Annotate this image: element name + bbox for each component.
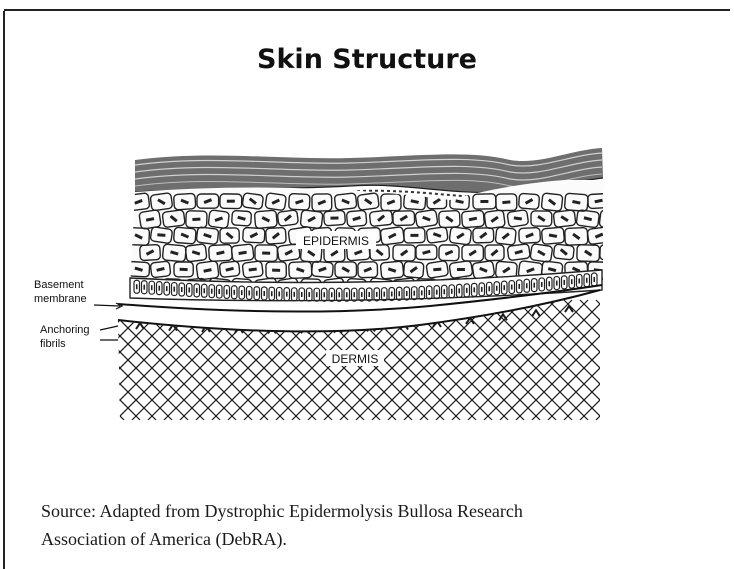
dermis-fiber — [692, 300, 734, 420]
dermis-fiber — [596, 300, 716, 420]
cell-nucleus — [549, 235, 557, 236]
dermis-fiber — [0, 300, 28, 420]
dermis-fiber — [0, 300, 92, 420]
cell-nucleus — [502, 202, 510, 203]
dermis-fiber — [628, 300, 734, 420]
dermis-fiber — [708, 300, 734, 420]
dermis-fiber — [0, 300, 76, 420]
dermis-fiber — [0, 300, 92, 420]
dermis-label: DERMIS — [332, 352, 379, 366]
dermis-fiber — [660, 300, 734, 420]
dermis-fiber — [596, 300, 716, 420]
cell-nucleus — [239, 252, 247, 253]
cell-nucleus — [514, 218, 522, 219]
cell-nucleus — [606, 250, 613, 255]
cell-nucleus — [423, 251, 431, 253]
anchoring-label-line1: Anchoring — [40, 324, 90, 336]
anchoring-fibril — [532, 310, 540, 316]
cell-nucleus — [618, 234, 624, 239]
cell-nucleus — [631, 250, 637, 255]
dermis-fiber — [644, 300, 734, 420]
dermis-fiber — [36, 300, 156, 420]
cell-nucleus — [204, 270, 212, 272]
dermis-fiber — [676, 300, 734, 420]
dermis-fiber — [612, 300, 732, 420]
cell-nucleus — [617, 200, 625, 203]
dermis-fiber — [0, 300, 108, 420]
dermis-fiber — [0, 300, 108, 420]
epidermal-cell — [622, 210, 644, 228]
epidermal-cell — [611, 193, 632, 209]
cell-nucleus — [595, 200, 603, 202]
dermis-fiber — [0, 300, 60, 420]
dermis-fiber — [628, 300, 734, 420]
epidermal-cell — [600, 278, 623, 296]
anchoring-fibril — [136, 323, 144, 329]
cell-nucleus — [584, 218, 592, 220]
dermis-fiber — [20, 300, 140, 420]
dermis-fiber — [4, 300, 124, 420]
cell-nucleus — [226, 268, 234, 270]
cell-nucleus — [630, 217, 637, 221]
basement-pointer-line — [94, 305, 120, 306]
anchoring-pointer-line-1 — [100, 326, 118, 330]
cell-nucleus — [515, 251, 523, 253]
dermis-fiber — [0, 300, 44, 420]
cell-nucleus — [617, 270, 625, 271]
cell-nucleus — [607, 287, 615, 288]
epidermis-label: EPIDERMIS — [303, 234, 369, 248]
dermis-fiber — [52, 300, 172, 420]
dermis-fiber — [0, 300, 44, 420]
dermis-fiber — [644, 300, 734, 420]
dermis-fiber — [724, 300, 734, 420]
cell-nucleus — [238, 217, 246, 219]
cell-nucleus — [411, 201, 419, 203]
dermis-fiber — [724, 300, 734, 420]
dermis-fiber — [4, 300, 124, 420]
source-line-1: Source: Adapted from Dystrophic Epidermo… — [41, 497, 701, 525]
dermis-fiber — [660, 300, 734, 420]
dermis-fiber — [676, 300, 734, 420]
dermis-fiber — [0, 300, 60, 420]
cell-nucleus — [217, 252, 225, 254]
dermis-fiber — [0, 300, 76, 420]
anchoring-fibril — [301, 327, 309, 333]
cell-nucleus — [469, 218, 477, 220]
cell-nucleus — [157, 235, 165, 236]
cell-nucleus — [572, 202, 580, 204]
cell-nucleus — [606, 219, 614, 220]
cell-nucleus — [146, 219, 154, 221]
basement-label-line1: Basement — [34, 279, 84, 291]
cell-nucleus — [548, 269, 556, 271]
cell-nucleus — [249, 269, 257, 270]
epidermal-cell — [611, 228, 631, 245]
cell-nucleus — [157, 268, 165, 270]
cell-nucleus — [433, 269, 441, 270]
cell-nucleus — [456, 201, 464, 203]
source-line-2: Association of America (DebRA). — [41, 525, 701, 553]
dermis-fiber — [708, 300, 734, 420]
dermis-fiber — [612, 300, 732, 420]
epidermal-cell — [610, 261, 632, 279]
cell-nucleus — [629, 285, 636, 289]
dermis-fiber — [0, 300, 28, 420]
epidermal-cell — [623, 244, 645, 260]
anchoring-label-line2: fibrils — [40, 338, 66, 350]
basement-label-line2: membrane — [34, 293, 87, 305]
source-citation: Source: Adapted from Dystrophic Epidermo… — [41, 497, 701, 553]
epidermal-cell — [622, 278, 643, 297]
dermis-fiber — [692, 300, 734, 420]
